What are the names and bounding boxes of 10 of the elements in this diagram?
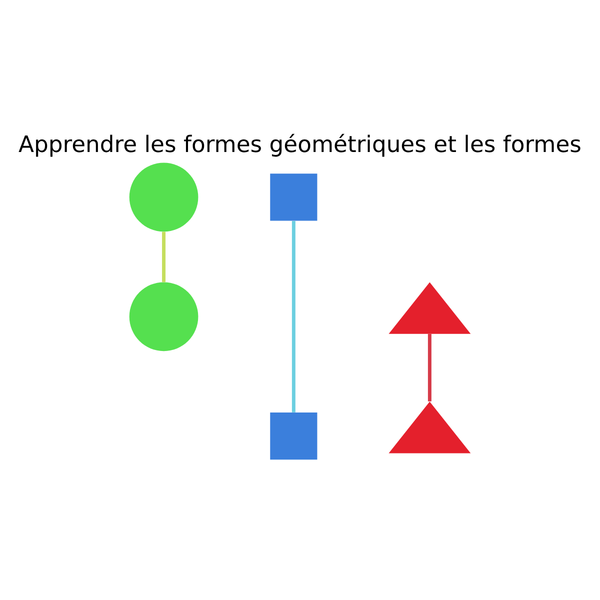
node-triangle <box>388 282 471 334</box>
connector <box>292 220 296 412</box>
connector <box>162 231 166 282</box>
node-square <box>270 173 318 220</box>
node-circle <box>129 282 198 351</box>
node-circle <box>129 162 198 232</box>
node-square <box>270 412 318 460</box>
diagram-title: Apprendre les formes géométriques et les formes <box>18 132 582 158</box>
connector <box>428 334 432 401</box>
node-triangle <box>388 401 471 453</box>
